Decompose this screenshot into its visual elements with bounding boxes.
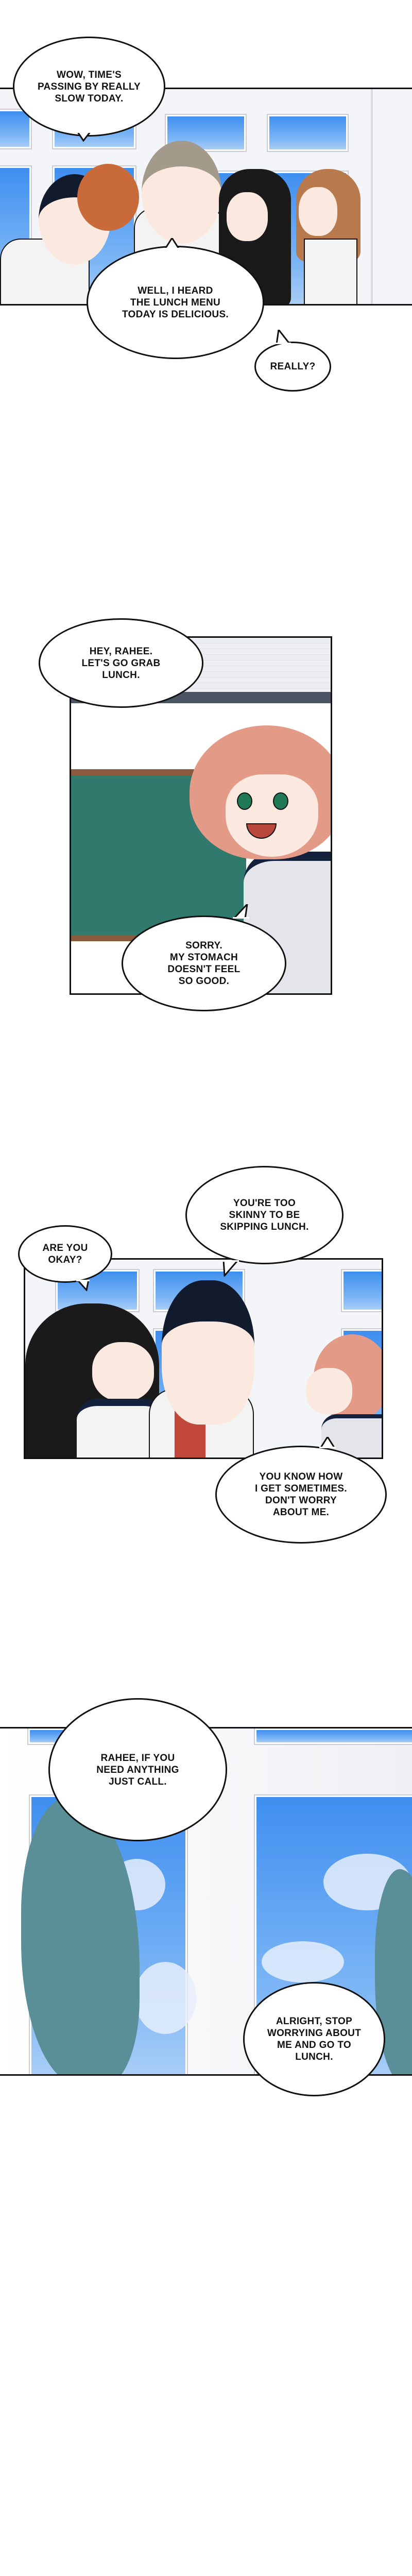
speech-text: WELL, I HEARD THE LUNCH MENU TODAY IS DE… bbox=[122, 285, 229, 320]
bottom-spacer bbox=[0, 2096, 1, 2127]
eye-icon bbox=[273, 792, 288, 810]
character-long-hair-girl-face bbox=[92, 1342, 154, 1401]
speech-text: ARE YOU OKAY? bbox=[42, 1243, 88, 1265]
window-pane bbox=[254, 1728, 412, 1745]
bubble-tail bbox=[164, 238, 180, 249]
speech-bubble: YOU'RE TOO SKINNY TO BE SKIPPING LUNCH. bbox=[185, 1166, 344, 1264]
wall-divider bbox=[371, 89, 373, 304]
speech-text: YOU'RE TOO SKINNY TO BE SKIPPING LUNCH. bbox=[220, 1198, 309, 1232]
speech-bubble: REALLY? bbox=[254, 342, 331, 392]
character-brown-hair-girl-face bbox=[299, 187, 337, 236]
speech-text: RAHEE, IF YOU NEED ANYTHING JUST CALL. bbox=[96, 1752, 179, 1787]
speech-bubble: ARE YOU OKAY? bbox=[18, 1225, 112, 1283]
speech-bubble: WOW, TIME'S PASSING BY REALLY SLOW TODAY… bbox=[13, 37, 165, 137]
speech-text: ALRIGHT, STOP WORRYING ABOUT ME AND GO T… bbox=[267, 2016, 362, 2062]
speech-text: WOW, TIME'S PASSING BY REALLY SLOW TODAY… bbox=[37, 69, 141, 104]
speech-bubble: RAHEE, IF YOU NEED ANYTHING JUST CALL. bbox=[48, 1698, 227, 1841]
cloud bbox=[134, 1962, 196, 2034]
window-pane bbox=[341, 1269, 382, 1312]
bubble-tail bbox=[319, 1437, 336, 1448]
bubble-tail bbox=[76, 1280, 90, 1291]
character-center-boy-head bbox=[142, 141, 221, 244]
speech-bubble: SORRY. MY STOMACH DOESN'T FEEL SO GOOD. bbox=[122, 916, 286, 1011]
speech-text: HEY, RAHEE. LET'S GO GRAB LUNCH. bbox=[81, 646, 161, 681]
bubble-tail bbox=[221, 1260, 239, 1277]
speech-text: SORRY. MY STOMACH DOESN'T FEEL SO GOOD. bbox=[167, 940, 241, 987]
speech-text: REALLY? bbox=[270, 361, 316, 372]
speech-bubble: HEY, RAHEE. LET'S GO GRAB LUNCH. bbox=[39, 618, 203, 708]
bubble-tail bbox=[276, 330, 291, 344]
window-pane bbox=[267, 114, 349, 152]
bubble-tail bbox=[233, 904, 249, 919]
bubble-tail bbox=[76, 131, 92, 142]
panel-1-group-scene bbox=[0, 88, 412, 306]
character-orange-hair-girl-head bbox=[77, 164, 139, 231]
window-pane bbox=[21, 1794, 196, 2074]
window-pane bbox=[0, 109, 32, 149]
speech-bubble: WELL, I HEARD THE LUNCH MENU TODAY IS DE… bbox=[87, 246, 264, 359]
speech-text: YOU KNOW HOW I GET SOMETIMES. DON'T WORR… bbox=[255, 1471, 347, 1518]
character-pink-hair-girl-face bbox=[306, 1368, 352, 1414]
character-dark-hair-boy-head bbox=[162, 1280, 254, 1425]
speech-bubble: YOU KNOW HOW I GET SOMETIMES. DON'T WORR… bbox=[215, 1446, 387, 1544]
character-long-hair-girl-face bbox=[227, 192, 268, 241]
panel-3-friends-scene bbox=[24, 1258, 383, 1459]
speech-bubble: ALRIGHT, STOP WORRYING ABOUT ME AND GO T… bbox=[243, 1982, 385, 2096]
character-pink-hair-girl-face bbox=[226, 774, 318, 857]
eye-icon bbox=[237, 792, 252, 810]
character-brown-hair-girl-body bbox=[304, 239, 357, 304]
cloud bbox=[262, 1941, 344, 1982]
